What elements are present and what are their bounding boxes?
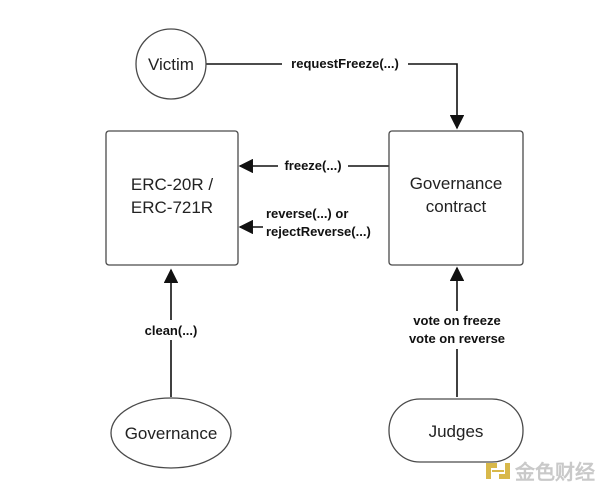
governance-contract-label-line1: Governance: [410, 174, 503, 193]
edge-request-freeze: requestFreeze(...): [206, 54, 465, 130]
edge-votes: vote on freeze vote on reverse: [397, 266, 517, 397]
freeze-label: freeze(...): [284, 158, 341, 173]
erc-label-line1: ERC-20R /: [131, 175, 213, 194]
clean-label: clean(...): [145, 323, 198, 338]
vote-freeze-label: vote on freeze: [413, 313, 500, 328]
judges-label: Judges: [429, 422, 484, 441]
node-governance-contract: Governance contract: [388, 130, 524, 266]
request-freeze-label: requestFreeze(...): [291, 56, 399, 71]
edge-clean: clean(...): [136, 268, 206, 397]
request-freeze-arrow: [206, 63, 465, 130]
erc-label-line2: ERC-721R: [131, 198, 213, 217]
reverse-label-line1: reverse(...) or: [266, 206, 348, 221]
governance-contract-label-line2: contract: [426, 197, 487, 216]
reverse-label-line2: rejectReverse(...): [266, 224, 371, 239]
node-judges: Judges: [388, 398, 524, 463]
watermark-text: 金色财经: [514, 460, 595, 484]
node-governance: Governance: [110, 397, 232, 469]
governance-label: Governance: [125, 424, 218, 443]
vote-reverse-label: vote on reverse: [409, 331, 505, 346]
watermark: 金色财经: [486, 460, 595, 484]
jinse-logo-icon: [486, 463, 510, 479]
edge-reverse: reverse(...) or rejectReverse(...): [238, 205, 389, 241]
node-erc-token: ERC-20R / ERC-721R: [105, 130, 239, 266]
victim-label: Victim: [148, 55, 194, 74]
node-victim: Victim: [135, 28, 207, 100]
edge-freeze: freeze(...): [238, 156, 389, 175]
